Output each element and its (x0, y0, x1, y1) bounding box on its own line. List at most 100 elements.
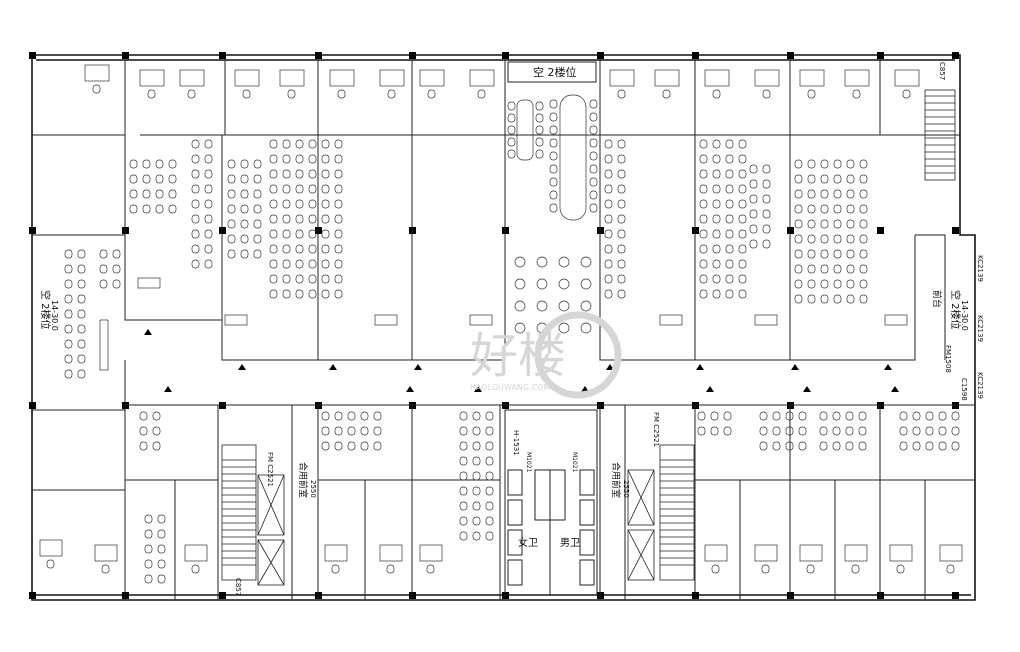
chair (846, 159, 855, 169)
chair (507, 101, 516, 111)
chair (459, 531, 468, 541)
chair (832, 441, 841, 451)
chair (308, 259, 317, 269)
desk (654, 69, 680, 87)
toilet-stall (579, 469, 595, 496)
column (29, 402, 36, 409)
chair (157, 574, 166, 584)
chair (725, 274, 734, 284)
lounge-seat (514, 278, 526, 290)
chair (269, 154, 278, 164)
chair (549, 125, 558, 135)
chair (459, 471, 468, 481)
chair (846, 279, 855, 289)
chair (699, 169, 708, 179)
chair (472, 441, 481, 451)
chair (604, 184, 613, 194)
chair (712, 244, 721, 254)
entry-arrow (474, 386, 482, 392)
chair (77, 324, 86, 334)
chair (662, 89, 671, 99)
chair (157, 544, 166, 554)
chair (507, 113, 516, 123)
chair (807, 294, 816, 304)
desk (379, 69, 405, 87)
desk (419, 544, 443, 562)
chair (485, 471, 494, 481)
chair (738, 259, 747, 269)
chair (617, 199, 626, 209)
chair (112, 249, 121, 259)
chair (725, 244, 734, 254)
toilet-stall (579, 499, 595, 526)
chair (269, 199, 278, 209)
chair (191, 184, 200, 194)
wc-left-title: 合用前室 (297, 462, 309, 498)
chair (155, 174, 164, 184)
chair (617, 214, 626, 224)
chair (191, 154, 200, 164)
chair (321, 184, 330, 194)
chair (282, 184, 291, 194)
chair (785, 441, 794, 451)
chair (807, 204, 816, 214)
chair (859, 279, 868, 289)
chair (485, 426, 494, 436)
chair (295, 289, 304, 299)
chair (749, 179, 758, 189)
chair (269, 169, 278, 179)
chair (725, 199, 734, 209)
chair (485, 486, 494, 496)
chair (725, 139, 734, 149)
chair (282, 274, 291, 284)
chair (723, 426, 732, 436)
chair (589, 138, 598, 148)
desk (374, 314, 398, 326)
top-offices (32, 60, 960, 235)
chair (846, 174, 855, 184)
toilet-stall (507, 559, 523, 586)
watermark-text: 好楼 (470, 328, 566, 384)
chair (617, 229, 626, 239)
chair (794, 159, 803, 169)
watermark-sub: HAOLOUWANG.COM (470, 383, 551, 392)
chair (472, 411, 481, 421)
chair (699, 199, 708, 209)
chair (899, 426, 908, 436)
chair (712, 274, 721, 284)
entry-arrow (164, 386, 172, 392)
chair (253, 219, 262, 229)
chair (589, 190, 598, 200)
right-code-e: KC2139 (976, 372, 984, 399)
chair (762, 179, 771, 189)
furniture (39, 64, 963, 584)
chair (738, 199, 747, 209)
chair (845, 411, 854, 421)
chair (759, 441, 768, 451)
chair (321, 426, 330, 436)
entry-arrow (891, 386, 899, 392)
chair (699, 244, 708, 254)
chair (282, 169, 291, 179)
column (29, 52, 36, 59)
chair (772, 411, 781, 421)
chair (604, 199, 613, 209)
entry-arrow (144, 329, 152, 335)
wc-left-sub: 2550 (309, 480, 317, 498)
desk (884, 314, 908, 326)
chair (807, 174, 816, 184)
chair (899, 441, 908, 451)
chair (820, 264, 829, 274)
chair (472, 471, 481, 481)
toilet-code-c: M1021 (571, 452, 578, 473)
toilets (504, 409, 598, 596)
chair (912, 441, 921, 451)
chair (723, 411, 732, 421)
chair (712, 259, 721, 269)
chair (859, 234, 868, 244)
chair (712, 154, 721, 164)
chair (699, 229, 708, 239)
chair (846, 204, 855, 214)
chair (308, 274, 317, 284)
column (952, 52, 959, 59)
